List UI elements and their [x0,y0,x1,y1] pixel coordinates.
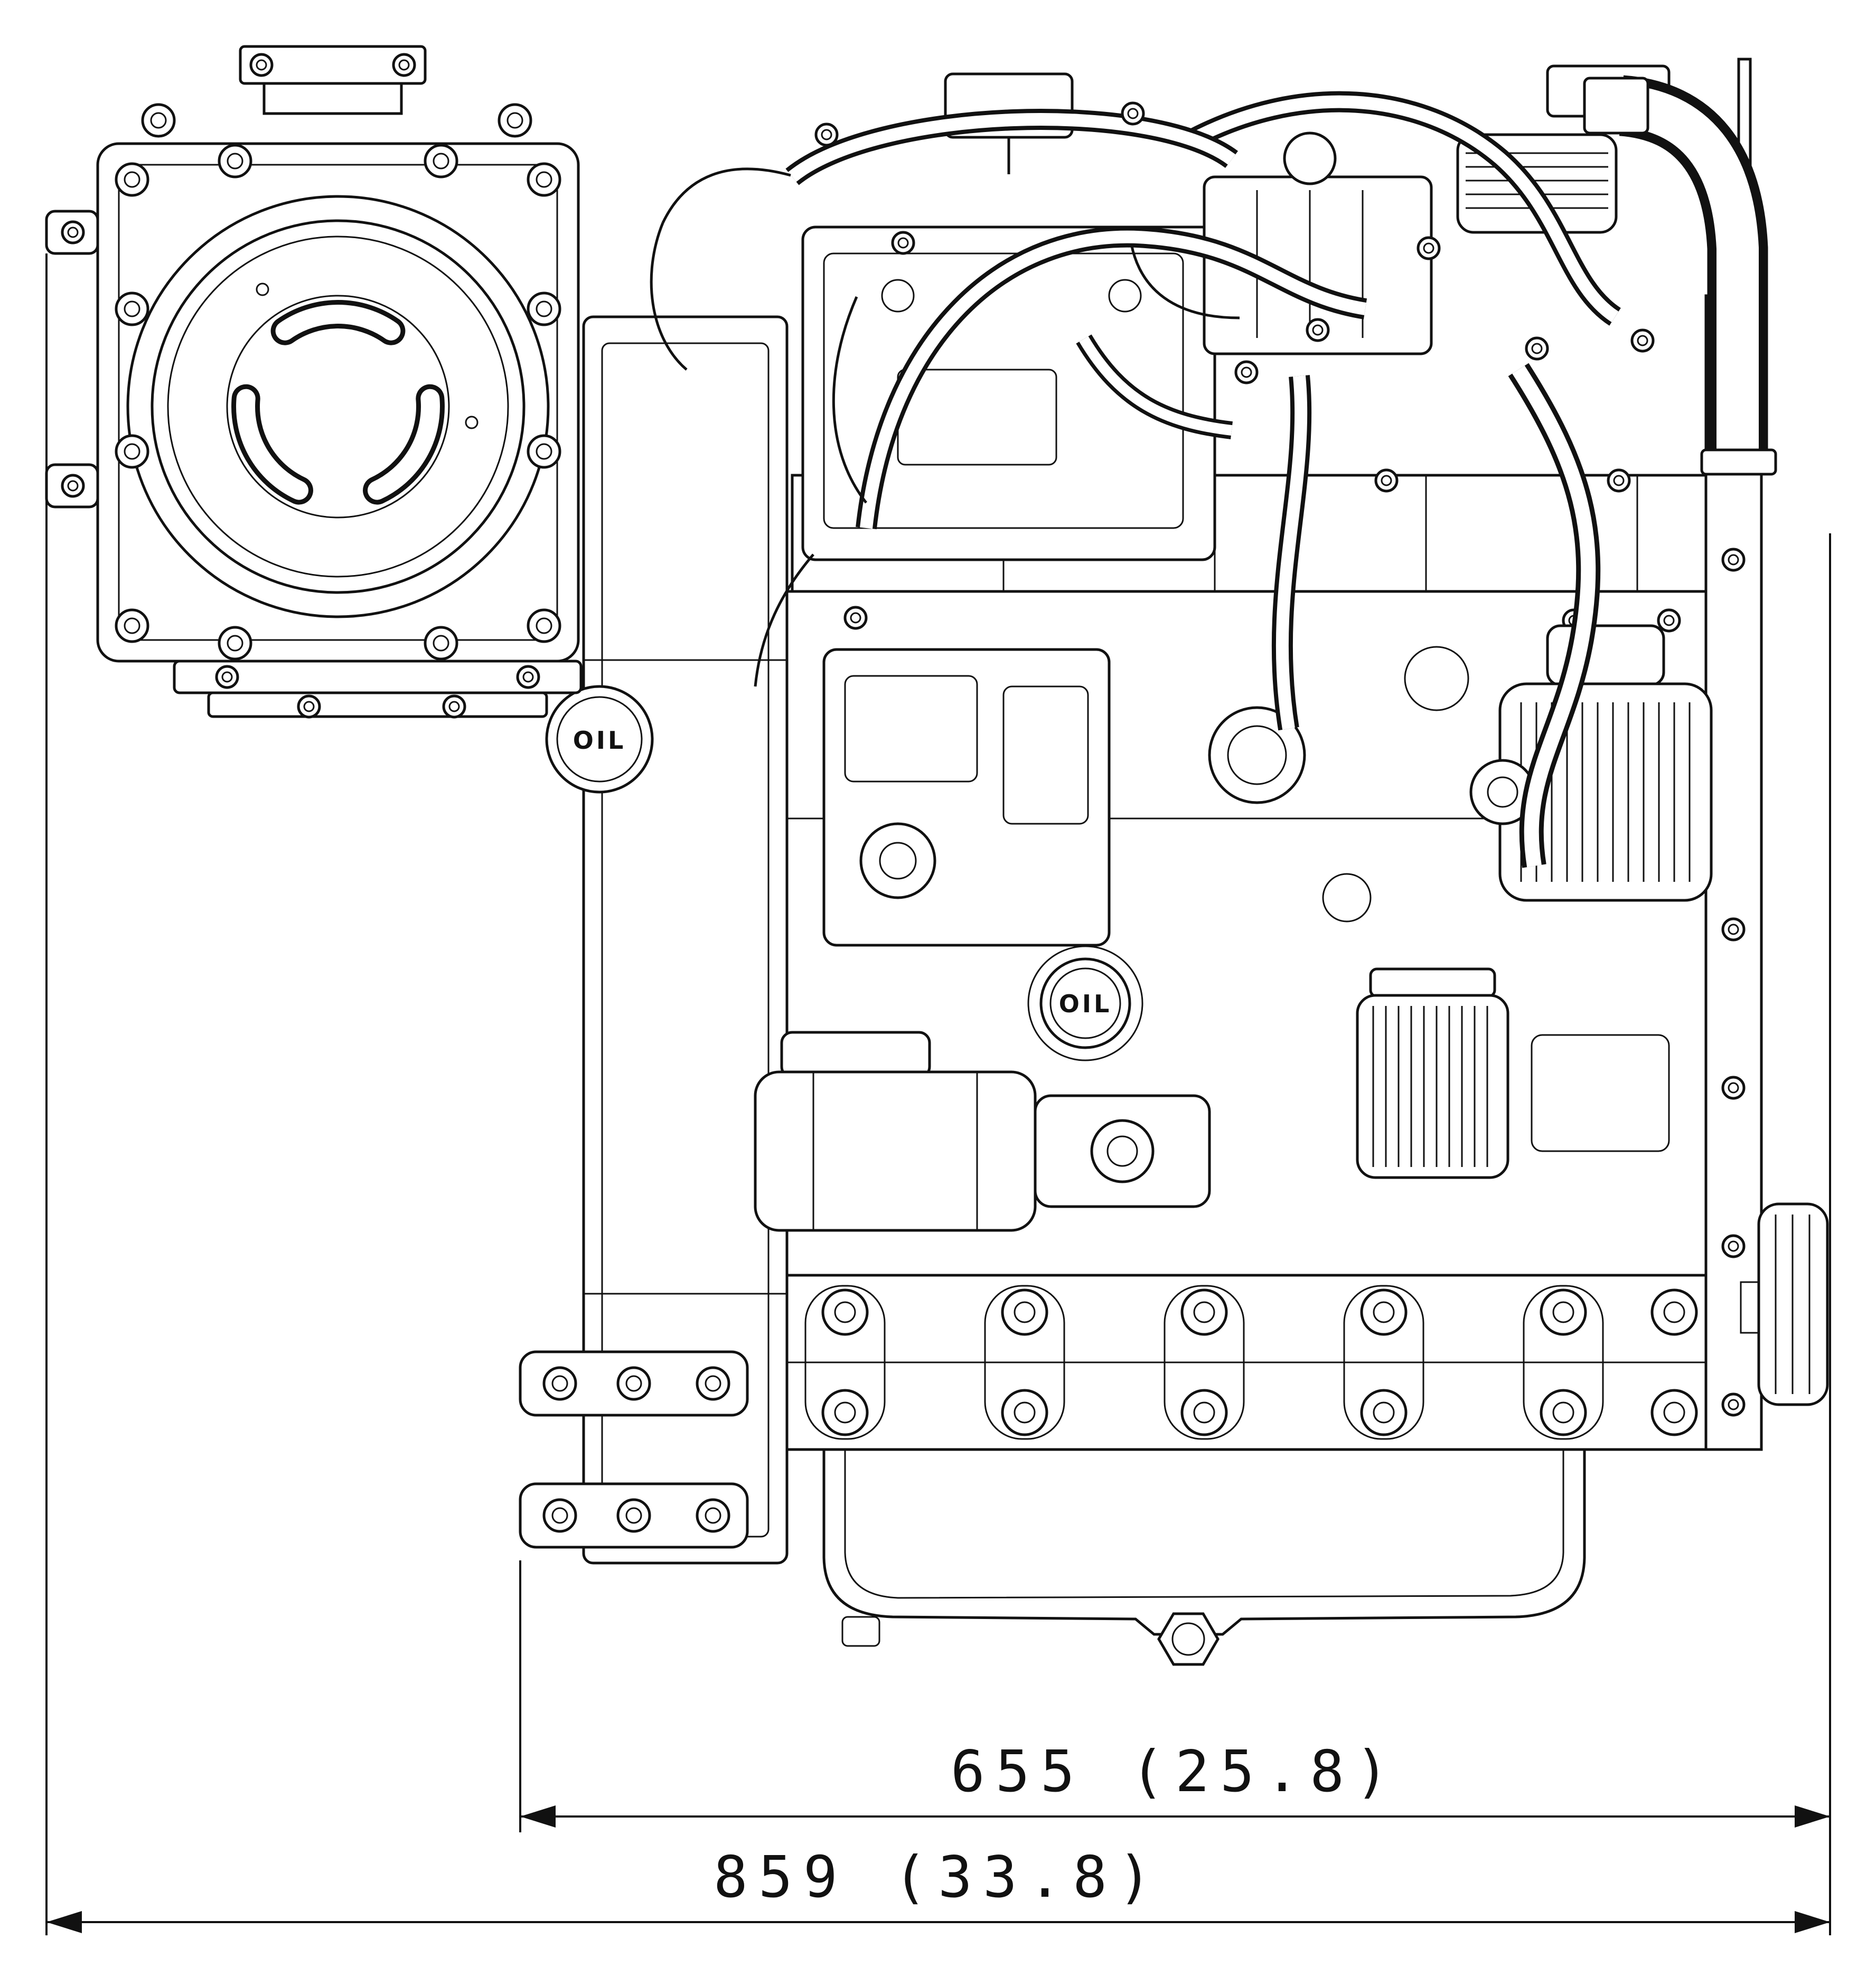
dimension-859: 859 (33.8) [46,1844,1830,1933]
oil-filter [1356,967,1509,1179]
housing-foot-bracket [173,660,583,717]
dimension-655: 655 (25.8) [520,1739,1830,1828]
drain-plug [1157,1612,1220,1666]
crank-pulley [1740,1202,1829,1406]
oil-filler-cap-block: OIL [1027,945,1143,1061]
exhaust-flange [239,45,427,115]
fuel-lines [650,167,1240,687]
pan-fitting [841,1616,880,1647]
engine-mount-lug-lower [519,1482,749,1549]
oil-pan [822,1448,1586,1666]
fuel-rail-block [1203,131,1433,355]
fuel-injection-pump [822,648,1111,947]
flywheel-housing [45,45,583,717]
dimensions: 655 (25.8) 859 (33.8) [45,253,1831,1935]
gear-case: OIL [519,315,789,1565]
coolant-hoses [785,91,1621,868]
oil-filler-cap-front: OIL [545,685,654,794]
flywheel-sight-slots [231,300,445,505]
valve-cover [801,225,1216,561]
starter-motor [754,1031,1211,1232]
intake-pipe [1583,75,1777,476]
dimension-label-655: 655 (25.8) [951,1739,1400,1805]
oil-cap-block-label: OIL [1059,990,1112,1018]
bearing-ladder [785,1274,1708,1451]
dimension-label-859: 859 (33.8) [714,1844,1162,1910]
filter-bracket [1531,1034,1670,1152]
engine-mount-lug-upper [519,1350,749,1417]
oil-cap-front-label: OIL [573,726,626,755]
